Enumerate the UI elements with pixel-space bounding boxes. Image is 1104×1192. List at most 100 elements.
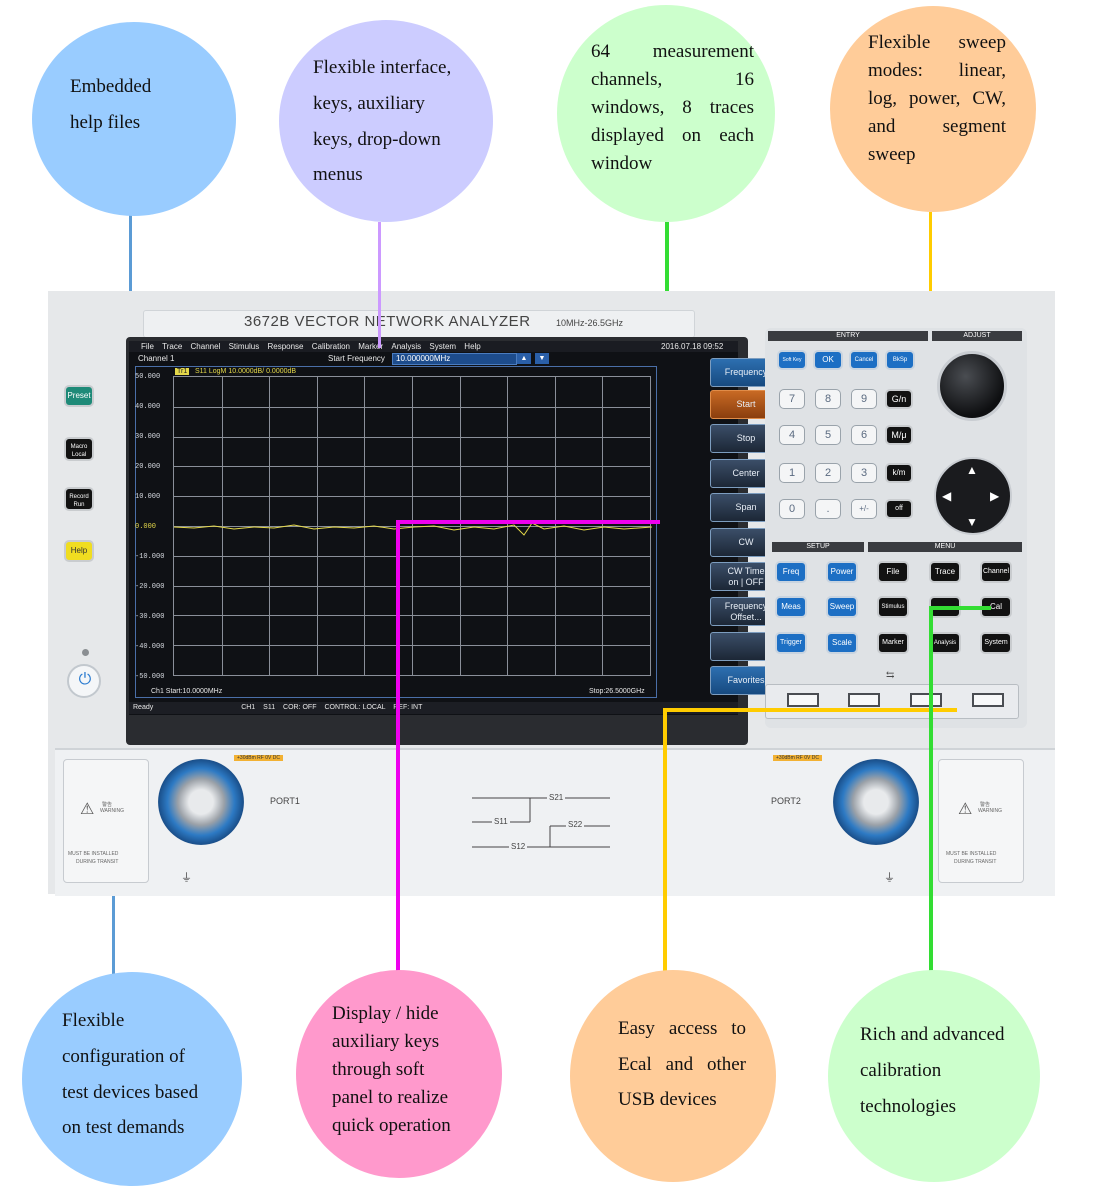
trace-info: S11 LogM 10.0000dB/ 0.0000dB [195,368,297,375]
arrow-left-icon[interactable]: ◀ [942,489,952,503]
key-kilo[interactable]: k/m [885,463,913,483]
usb-port[interactable] [787,693,819,707]
callout-line: displayed on each [591,125,754,146]
status-correction: COR: OFF [283,704,317,711]
trigger-button[interactable]: Trigger [775,632,807,654]
arrow-up-icon[interactable]: ▲ [966,463,978,477]
menu-response[interactable]: Response [267,342,304,351]
port1-connector[interactable] [158,759,244,845]
menu-help[interactable]: Help [464,342,481,351]
entry-label: ENTRY [768,331,928,341]
key-off[interactable]: off [885,499,913,519]
analysis-button[interactable]: Analysis [929,632,961,654]
status-param: S11 [263,704,276,711]
marker-button[interactable]: Marker [877,632,909,654]
usb-port[interactable] [848,693,880,707]
key-sign[interactable]: +/- [851,499,877,519]
usb-port[interactable] [972,693,1004,707]
callout-line: technologies [860,1096,957,1117]
key-9[interactable]: 9 [851,389,877,409]
key-8[interactable]: 8 [815,389,841,409]
callout-line: Ecal and other [618,1054,746,1075]
backspace-button[interactable]: BkSp [885,350,915,370]
sweep-button[interactable]: Sweep [826,596,858,618]
frequency-range: 10MHz-26.5GHz [556,318,624,328]
menu-system[interactable]: System [429,342,457,351]
usb-port[interactable] [910,693,942,707]
menu-file[interactable]: File [141,342,154,351]
callout-line: help files [70,112,141,133]
spin-up-button[interactable]: ▲ [517,353,531,364]
stimulus-button[interactable]: Stimulus [877,596,909,618]
sweep-start: Ch1 Start:10.0000MHz [151,688,223,695]
soft-key-button[interactable]: Soft Key [777,350,807,370]
record-run-button[interactable]: Record Run [64,487,94,511]
power-icon: ⏻ [78,671,92,688]
port1-label: PORT1 [270,796,300,806]
menu-analysis[interactable]: Analysis [391,342,422,351]
menu-channel[interactable]: Channel [190,342,221,351]
y-tick-label: 30.000 [135,433,161,441]
power-led [82,649,89,656]
warning-plate-left [63,759,149,883]
key-3[interactable]: 3 [851,463,877,483]
s12-label: S12 [509,842,528,851]
callout-line: keys, drop-down [313,129,441,150]
key-0[interactable]: 0 [779,499,805,519]
spin-down-button[interactable]: ▼ [535,353,549,364]
trace-button[interactable]: Trace [929,561,961,583]
menu-label: MENU [868,542,1022,552]
connector-line-cal-v [929,606,933,972]
callout-line: menus [313,164,363,185]
channel-button[interactable]: Channel [980,561,1012,583]
rotary-knob[interactable] [937,351,1007,421]
menu-stimulus[interactable]: Stimulus [228,342,260,351]
adjust-label: ADJUST [932,331,1022,341]
key-4[interactable]: 4 [779,425,805,445]
warning-label: WARNING [978,808,1002,814]
warning-zh: 警告 [980,802,991,808]
y-tick-label: -20.000 [135,583,165,591]
callout-line: Embedded [70,76,152,97]
key-5[interactable]: 5 [815,425,841,445]
y-tick-label: -10.000 [135,553,165,561]
key-7[interactable]: 7 [779,389,805,409]
warning-line: MUST BE INSTALLED [68,851,119,857]
meas-button[interactable]: Meas [775,596,807,618]
file-button[interactable]: File [877,561,909,583]
power-button[interactable] [67,664,101,698]
key-dot[interactable]: . [815,499,841,519]
key-6[interactable]: 6 [851,425,877,445]
system-button[interactable]: System [980,632,1012,654]
key-giga[interactable]: G/n [885,389,913,409]
key-2[interactable]: 2 [815,463,841,483]
callout-line: channels, 16 [591,69,754,90]
connector-line-interface-over [378,291,381,348]
freq-button[interactable]: Freq [775,561,807,583]
menu-marker[interactable]: Marker [358,342,384,351]
s21-label: S21 [547,793,566,802]
callout-line: log, power, CW, [868,88,1006,109]
cancel-button[interactable]: Cancel [849,350,879,370]
key-1[interactable]: 1 [779,463,805,483]
callout-interface: Flexible interface, keys, auxiliary keys… [279,20,493,222]
start-frequency-input[interactable]: 10.000000MHz [392,353,517,365]
scale-button[interactable]: Scale [826,632,858,654]
menu-bar: File Trace Channel Stimulus Response Cal… [129,341,738,352]
arrow-right-icon[interactable]: ▶ [990,489,1000,503]
menu-trace[interactable]: Trace [162,342,183,351]
callout-line: windows, 8 traces [591,97,754,118]
arrow-down-icon[interactable]: ▼ [966,515,978,529]
ok-button[interactable]: OK [813,350,843,370]
macro-local-button[interactable]: Macro Local [64,437,94,461]
arrow-pad [934,457,1012,535]
menu-calibration[interactable]: Calibration [311,342,350,351]
power-setup-button[interactable]: Power [826,561,858,583]
callout-calibration: Rich and advanced calibration technologi… [828,970,1040,1182]
preset-button[interactable]: Preset [64,385,94,407]
key-mega[interactable]: M/μ [885,425,913,445]
port2-connector[interactable] [833,759,919,845]
callout-line: 64 measurement [591,41,754,62]
help-button[interactable]: Help [64,540,94,562]
callout-line: USB devices [618,1089,717,1110]
